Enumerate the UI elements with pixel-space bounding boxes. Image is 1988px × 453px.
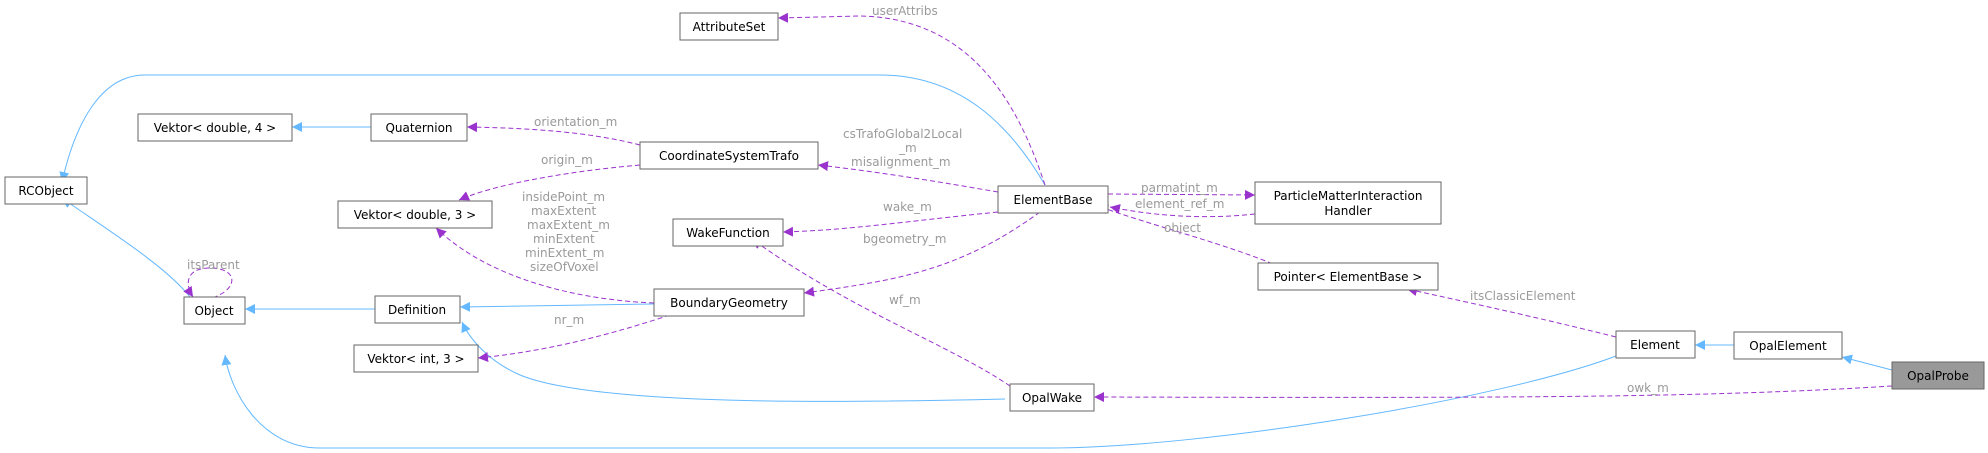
node-vektor-double4-label: Vektor< double, 4 > bbox=[154, 121, 277, 135]
node-particle-matter-interaction-handler[interactable]: ParticleMatterInteraction Handler bbox=[1254, 181, 1442, 225]
node-attribute-set-label: AttributeSet bbox=[693, 20, 766, 34]
label-nr-m: nr_m bbox=[554, 313, 584, 327]
edge-element-to-object bbox=[221, 354, 1617, 449]
label-object: object bbox=[1164, 221, 1201, 235]
node-particle-matter-label-line1: ParticleMatterInteraction bbox=[1274, 189, 1423, 203]
edge-nr-m bbox=[477, 314, 671, 363]
node-vektor-double3[interactable]: Vektor< double, 3 > bbox=[337, 200, 493, 229]
edge-wf-m bbox=[751, 238, 1011, 387]
label-cstrafo-line2: _m bbox=[898, 141, 917, 155]
label-bg-line6: sizeOfVoxel bbox=[530, 260, 599, 274]
edge-parmatint-m bbox=[1107, 189, 1256, 200]
edge-userattribs bbox=[777, 12, 1046, 186]
inheritance-edges bbox=[59, 74, 1893, 449]
node-wake-function[interactable]: WakeFunction bbox=[672, 218, 784, 247]
label-orientation-m: orientation_m bbox=[534, 115, 617, 129]
label-owk-m: owk_m bbox=[1627, 381, 1669, 395]
label-bg-line2: maxExtent bbox=[531, 204, 597, 218]
node-wake-function-label: WakeFunction bbox=[686, 226, 769, 240]
edge-boundarygeometry-points bbox=[435, 227, 655, 304]
node-pointer-element-base[interactable]: Pointer< ElementBase > bbox=[1257, 262, 1439, 291]
label-its-classic-element: itsClassicElement bbox=[1470, 289, 1576, 303]
node-particle-matter-label-line2: Handler bbox=[1324, 204, 1371, 218]
node-quaternion-label: Quaternion bbox=[385, 121, 452, 135]
node-element[interactable]: Element bbox=[1615, 330, 1696, 359]
label-element-ref-m: element_ref_m bbox=[1135, 197, 1224, 211]
label-bg-line5: minExtent_m bbox=[525, 246, 604, 260]
label-wf-m: wf_m bbox=[889, 293, 921, 307]
node-element-base-label: ElementBase bbox=[1014, 193, 1093, 207]
edge-its-classic-element bbox=[1406, 286, 1617, 338]
node-vektor-double4[interactable]: Vektor< double, 4 > bbox=[137, 113, 293, 142]
node-rcobject[interactable]: RCObject bbox=[4, 176, 88, 205]
edge-object bbox=[1097, 204, 1281, 268]
label-cstrafo-line1: csTrafoGlobal2Local bbox=[843, 127, 962, 141]
edge-origin-m bbox=[458, 164, 641, 201]
label-bg-line3: maxExtent_m bbox=[527, 218, 610, 232]
node-object[interactable]: Object bbox=[183, 296, 246, 325]
label-userattribs: userAttribs bbox=[872, 4, 938, 18]
edge-opalprobe-to-opalelement bbox=[1841, 354, 1893, 371]
node-opal-probe[interactable]: OpalProbe bbox=[1891, 361, 1985, 390]
node-pointer-element-base-label: Pointer< ElementBase > bbox=[1274, 270, 1423, 284]
edge-opalwake-to-definition bbox=[461, 321, 1006, 402]
edge-itsparent bbox=[183, 267, 233, 301]
edge-elementbase-to-rcobject bbox=[59, 74, 1046, 186]
label-parmatint-m: parmatint_m bbox=[1141, 181, 1218, 195]
edge-orientation-m bbox=[466, 122, 641, 146]
node-vektor-int3-label: Vektor< int, 3 > bbox=[367, 352, 464, 366]
node-definition[interactable]: Definition bbox=[374, 295, 461, 324]
edge-object-to-rcobject bbox=[61, 197, 191, 298]
edge-element-ref-m bbox=[1109, 204, 1256, 218]
label-bgeometry-m: bgeometry_m bbox=[863, 232, 946, 246]
node-boundary-geometry-label: BoundaryGeometry bbox=[670, 296, 788, 310]
edge-cstrafo bbox=[817, 161, 999, 193]
node-rcobject-label: RCObject bbox=[18, 184, 73, 198]
node-opal-element[interactable]: OpalElement bbox=[1733, 331, 1843, 360]
label-bg-line1: insidePoint_m bbox=[522, 190, 605, 204]
edge-owk-m bbox=[1093, 385, 1893, 403]
edge-boundarygeometry-to-definition bbox=[459, 301, 655, 312]
label-origin-m: origin_m bbox=[541, 153, 593, 167]
nodes: AttributeSet RCObject Vektor< double, 4 … bbox=[4, 12, 1985, 412]
node-opal-wake-label: OpalWake bbox=[1022, 391, 1082, 405]
label-bg-line4: minExtent bbox=[533, 232, 595, 246]
label-itsparent: itsParent bbox=[187, 258, 240, 272]
node-vektor-double3-label: Vektor< double, 3 > bbox=[354, 208, 477, 222]
node-coordinate-system-trafo[interactable]: CoordinateSystemTrafo bbox=[639, 141, 819, 170]
node-opal-wake[interactable]: OpalWake bbox=[1009, 383, 1095, 412]
node-coordinate-system-trafo-label: CoordinateSystemTrafo bbox=[659, 149, 799, 163]
node-element-label: Element bbox=[1630, 338, 1680, 352]
node-definition-label: Definition bbox=[388, 303, 446, 317]
node-opal-element-label: OpalElement bbox=[1749, 339, 1827, 353]
edge-bgeometry-m bbox=[803, 211, 1041, 297]
label-wake-m: wake_m bbox=[883, 200, 932, 214]
node-attribute-set[interactable]: AttributeSet bbox=[679, 12, 779, 41]
node-quaternion[interactable]: Quaternion bbox=[370, 113, 468, 142]
node-object-label: Object bbox=[194, 304, 233, 318]
edge-wake-m bbox=[782, 211, 999, 237]
member-edges bbox=[183, 12, 1893, 403]
node-boundary-geometry[interactable]: BoundaryGeometry bbox=[653, 288, 805, 317]
node-vektor-int3[interactable]: Vektor< int, 3 > bbox=[353, 344, 479, 373]
edge-labels: userAttribs orientation_m origin_m csTra… bbox=[187, 4, 1669, 395]
node-element-base[interactable]: ElementBase bbox=[997, 185, 1109, 214]
label-misalignment-m: misalignment_m bbox=[851, 155, 951, 169]
node-opal-probe-label: OpalProbe bbox=[1907, 369, 1969, 383]
